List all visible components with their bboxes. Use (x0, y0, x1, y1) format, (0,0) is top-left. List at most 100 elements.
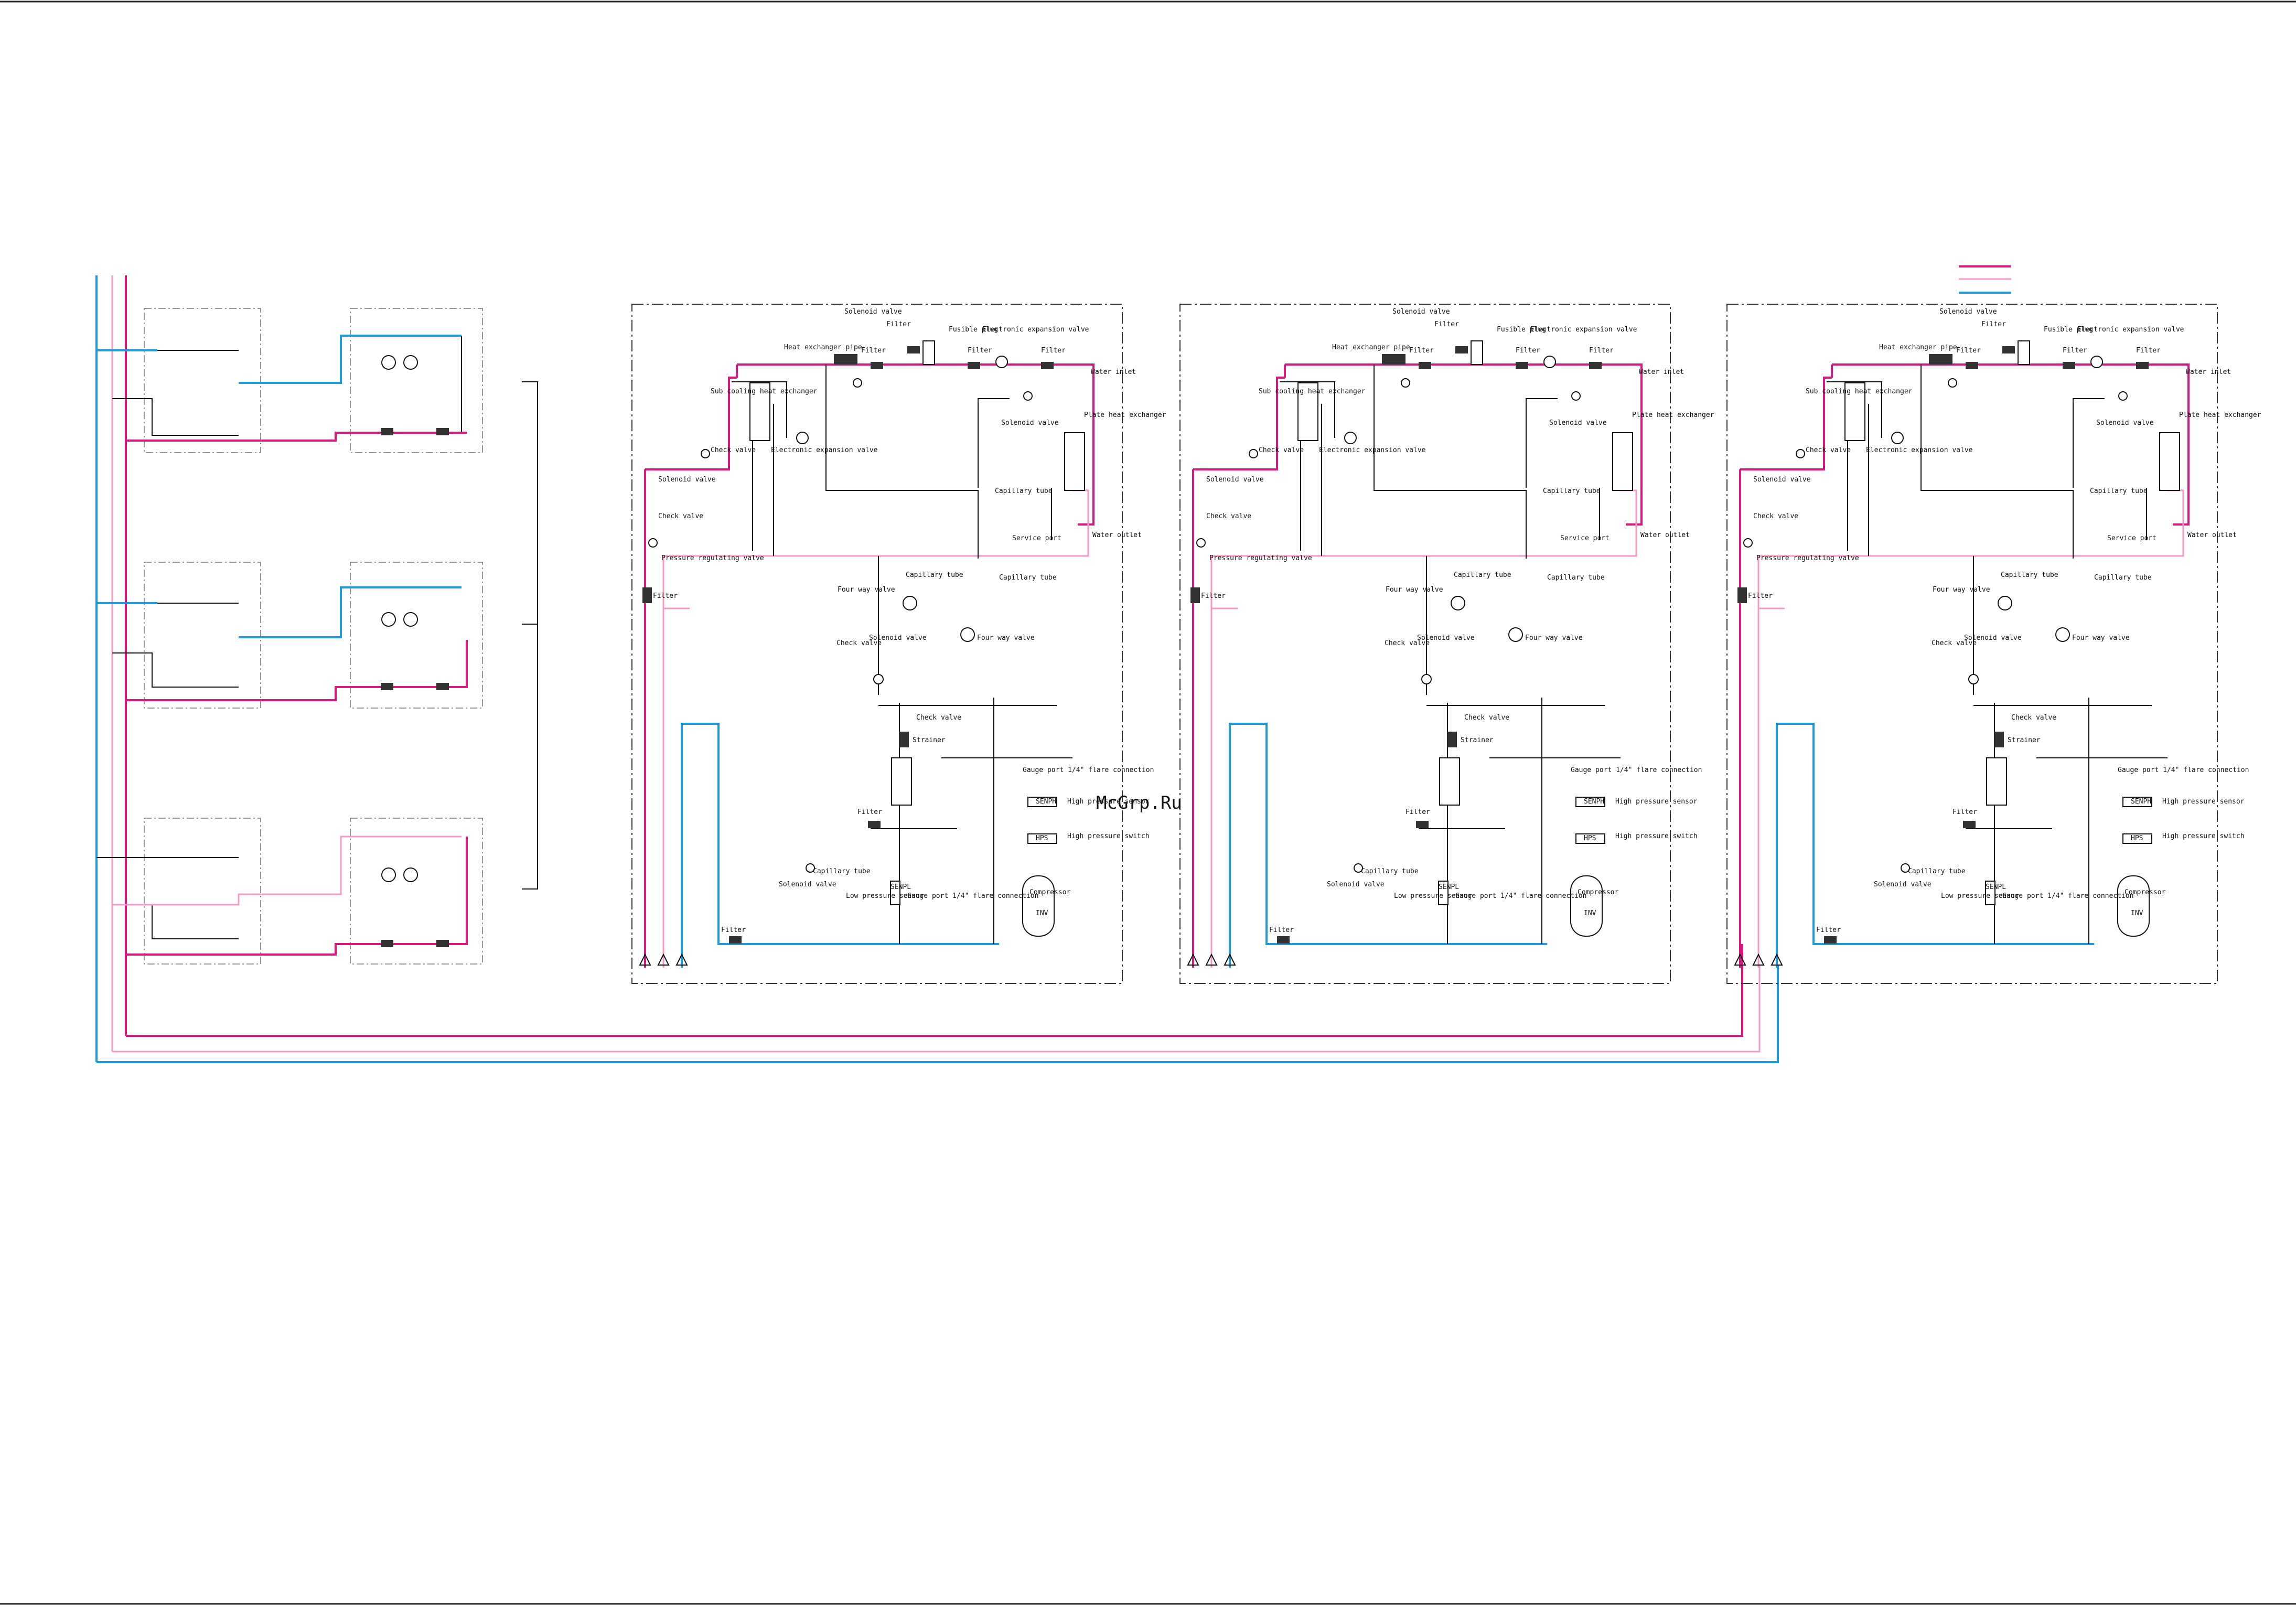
unit-2-label-filter-3: Filter (1589, 347, 1614, 355)
branch-lines-2 (96, 603, 239, 688)
unit-3-label-strainer: Strainer (2008, 736, 2041, 744)
unit-2-label-electronic-expansion-valve-top: Electronic expansion valve (1530, 326, 1637, 334)
unit-3-label-four-way-valve-2: Four way valve (2072, 634, 2130, 642)
unit-2-label-solenoid-valve-right: Solenoid valve (1549, 419, 1607, 427)
unit-2-label-check-valve-1: Check valve (1259, 446, 1304, 454)
unit-1-label-capillary-tube-2: Capillary tube (906, 571, 963, 579)
unit-3-label-filter-left: Filter (1748, 592, 1773, 600)
unit-1-label-check-valve-4: Check valve (916, 714, 961, 722)
unit-1-label-hps: HPS (1036, 834, 1048, 842)
unit-1-label-check-valve-1: Check valve (711, 446, 756, 454)
unit-3-label-electronic-expansion-valve-mid: Electronic expansion valve (1866, 446, 1973, 454)
unit-3-label-inv: INV (2131, 909, 2143, 917)
unit-2-label-gauge-port-high: Gauge port 1/4" flare connection (1571, 766, 1702, 774)
unit-2-label-filter-mid: Filter (1406, 808, 1430, 816)
unit-1-label-heat-exchanger-pipe: Heat exchanger pipe (784, 344, 862, 351)
unit-3-label-plate-heat-exchanger: Plate heat exchanger (2179, 411, 2261, 419)
unit-3-label-low-pressure-sensor: Low pressure sensor (1941, 892, 2019, 900)
unit-3-label-filter-bottom: Filter (1816, 926, 1841, 934)
unit-1-label-filter-mid: Filter (857, 808, 882, 816)
unit-3-label-solenoid-valve-mid: Solenoid valve (1964, 634, 2022, 642)
filter-icon (381, 940, 393, 947)
unit-1-label-pressure-regulating-valve: Pressure regulating valve (661, 554, 764, 562)
unit-3-label-water-outlet: Water outlet (2187, 531, 2237, 539)
unit-3-label-high-pressure-sensor: High pressure sensor (2162, 798, 2245, 806)
filter-icon (436, 683, 449, 690)
unit-2-label-heat-exchanger-pipe: Heat exchanger pipe (1332, 344, 1410, 351)
fan-coil-box-1 (350, 308, 483, 453)
unit-2-label-pressure-regulating-valve: Pressure regulating valve (1209, 554, 1312, 562)
unit-1-label-electronic-expansion-valve-mid: Electronic expansion valve (771, 446, 878, 454)
trunk-liquid (96, 965, 1779, 1063)
filter-icon (436, 940, 449, 947)
fan-icon (381, 612, 396, 627)
unit-2-label-capillary-tube-2: Capillary tube (1454, 571, 1511, 579)
unit-3-label-water-inlet: Water inlet (2186, 368, 2231, 376)
unit-3-label-service-port: Service port (2107, 534, 2156, 542)
unit-2-label-water-inlet: Water inlet (1639, 368, 1684, 376)
unit-1-label-filter-top: Filter (886, 320, 911, 328)
unit-3-label-senph: SENPH (2131, 798, 2151, 806)
unit-2-label-filter-top: Filter (1434, 320, 1459, 328)
unit-2-label-capillary-tube-1: Capillary tube (1543, 487, 1601, 495)
unit-2-label-four-way-valve-1: Four way valve (1386, 586, 1443, 594)
unit-2-label-solenoid-valve-left: Solenoid valve (1206, 476, 1264, 484)
unit-3-label-hps: HPS (2131, 834, 2143, 842)
fan-icon (403, 612, 418, 627)
unit-3-label-filter-top: Filter (1981, 320, 2006, 328)
unit-2-label-inv: INV (1584, 909, 1596, 917)
unit-3-label-solenoid-valve-right: Solenoid valve (2096, 419, 2154, 427)
unit-1-label-filter-bottom: Filter (721, 926, 746, 934)
unit-3-label-capillary-tube-2: Capillary tube (2001, 571, 2058, 579)
unit-2-label-plate-heat-exchanger: Plate heat exchanger (1632, 411, 1714, 419)
unit-1-label-solenoid-valve-right: Solenoid valve (1001, 419, 1059, 427)
unit-2-label-filter-2: Filter (1516, 347, 1540, 355)
unit-3-label-filter-2: Filter (2063, 347, 2087, 355)
fan-icon (381, 355, 396, 370)
unit-2-label-high-pressure-sensor: High pressure sensor (1615, 798, 1698, 806)
watermark: McGrp.Ru (1096, 792, 1182, 813)
filter-icon (381, 428, 393, 435)
unit-3-label-compressor: Compressor (2125, 888, 2165, 896)
unit-2-label-solenoid-valve-mid: Solenoid valve (1417, 634, 1475, 642)
unit-2-label-sub-cooling-heat-exchanger: Sub cooling heat exchanger (1259, 388, 1366, 395)
unit-2-label-hps: HPS (1584, 834, 1596, 842)
unit-1-label-senpl: SENPL (890, 883, 911, 891)
unit-3-label-filter-1: Filter (1956, 347, 1981, 355)
unit-2-label-high-pressure-switch: High pressure switch (1615, 832, 1698, 840)
unit-1-label-filter-1: Filter (861, 347, 886, 355)
unit-1-label-solenoid-valve-mid: Solenoid valve (869, 634, 927, 642)
unit-2-label-senph: SENPH (1584, 798, 1604, 806)
unit-1-label-high-pressure-sensor: High pressure sensor (1067, 798, 1150, 806)
unit-1-label-strainer: Strainer (913, 736, 946, 744)
unit-2-label-check-valve-2: Check valve (1206, 512, 1251, 520)
unit-3-label-heat-exchanger-pipe: Heat exchanger pipe (1879, 344, 1957, 351)
indoor-unit-2 (96, 562, 483, 709)
mode-box-1 (144, 308, 261, 453)
unit-1-label-water-outlet: Water outlet (1092, 531, 1142, 539)
unit-2-label-filter-1: Filter (1409, 347, 1434, 355)
unit-2-label-check-valve-4: Check valve (1464, 714, 1509, 722)
indoor-section (95, 275, 538, 1062)
unit-1-label-inv: INV (1036, 909, 1048, 917)
unit-2-label-solenoid-valve-top: Solenoid valve (1392, 308, 1450, 316)
unit-3-label-check-valve-4: Check valve (2011, 714, 2056, 722)
unit-3-label-check-valve-1: Check valve (1806, 446, 1851, 454)
unit-2-label-gauge-port-low: Gauge port 1/4" flare connection (1455, 892, 1586, 900)
unit-3-label-fusible-plug: Fusible plug (2044, 326, 2093, 334)
gas-branch-2 (126, 640, 468, 701)
fan-coil-box-2 (350, 562, 483, 709)
unit-1-label-solenoid-valve-bottom: Solenoid valve (779, 881, 836, 888)
unit-1-label-water-inlet: Water inlet (1091, 368, 1136, 376)
unit-3-label-sub-cooling-heat-exchanger: Sub cooling heat exchanger (1806, 388, 1913, 395)
unit-1-label-capillary-tube-4: Capillary tube (813, 867, 871, 875)
unit-3-label-senpl: SENPL (1986, 883, 2006, 891)
unit-1-label-solenoid-valve-top: Solenoid valve (844, 308, 902, 316)
unit-3-label-capillary-tube-3: Capillary tube (2094, 574, 2152, 582)
unit-1-label-gauge-port-low: Gauge port 1/4" flare connection (907, 892, 1038, 900)
filter-icon (381, 683, 393, 690)
unit-2-label-check-valve-3: Check valve (1385, 639, 1430, 647)
unit-1-label-plate-heat-exchanger: Plate heat exchanger (1084, 411, 1166, 419)
